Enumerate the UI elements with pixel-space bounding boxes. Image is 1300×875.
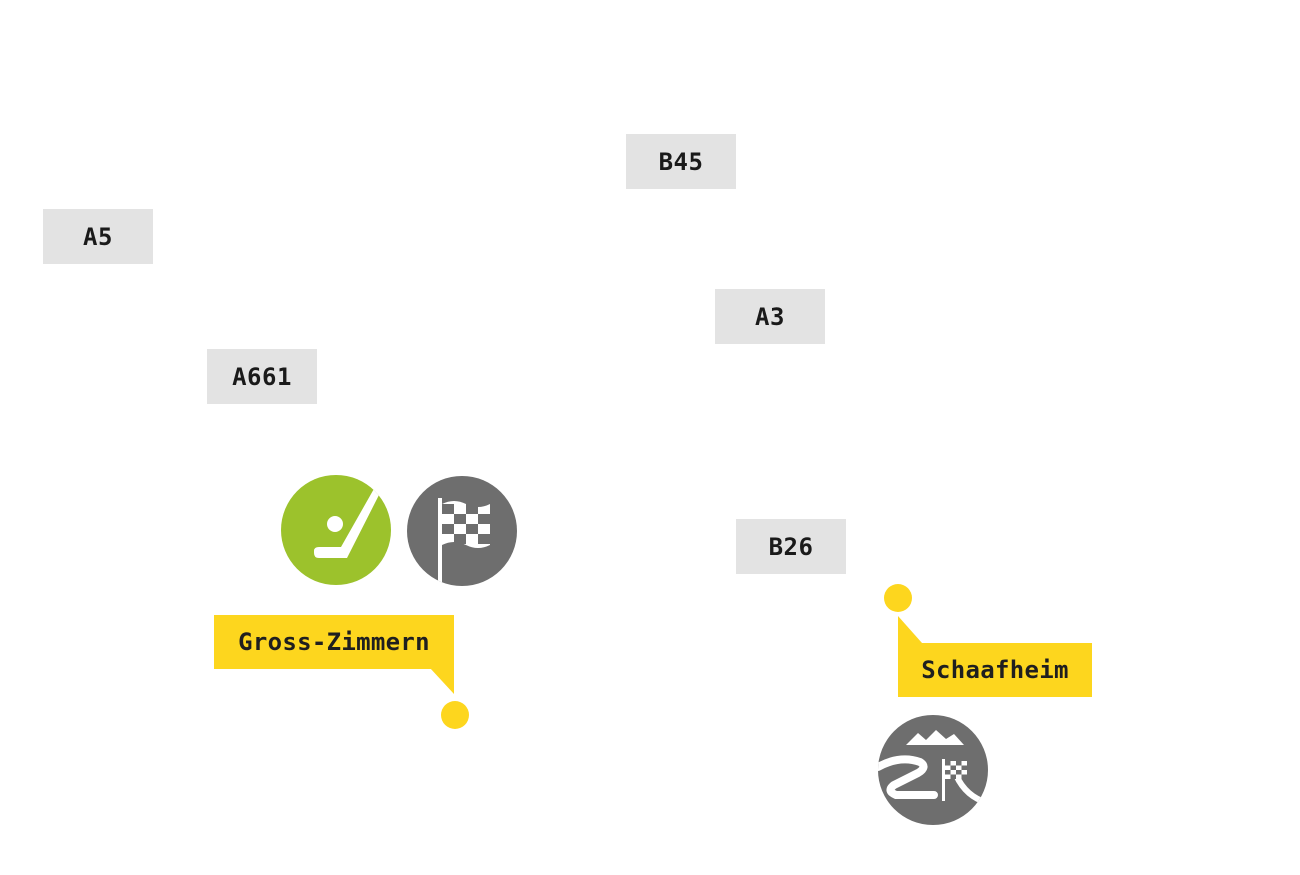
race-track-icon xyxy=(878,730,988,806)
road-label-b45-text: B45 xyxy=(658,147,704,176)
checkered-flag-icon xyxy=(438,498,490,584)
place-label-gross-zimmern[interactable]: Gross-Zimmern xyxy=(214,615,454,669)
road-label-a661-text: A661 xyxy=(232,362,292,391)
road-label-a3-text: A3 xyxy=(755,302,785,331)
place-label-schaafheim[interactable]: Schaafheim xyxy=(898,643,1092,697)
road-label-a661: A661 xyxy=(207,349,317,404)
place-label-gross-zimmern-text: Gross-Zimmern xyxy=(238,628,430,656)
road-label-b26-text: B26 xyxy=(768,532,814,561)
racing-poi[interactable] xyxy=(407,476,517,586)
place-label-schaafheim-text: Schaafheim xyxy=(921,656,1069,684)
golf-poi[interactable] xyxy=(281,475,391,585)
road-label-a5: A5 xyxy=(43,209,153,264)
gross-zimmern-callout-tail xyxy=(430,668,454,694)
schaafheim-callout-tail xyxy=(898,616,922,643)
road-label-a5-text: A5 xyxy=(83,222,113,251)
race-track-poi[interactable] xyxy=(878,715,988,825)
road-label-a3: A3 xyxy=(715,289,825,344)
golf-icon xyxy=(314,487,381,558)
road-label-b26: B26 xyxy=(736,519,846,574)
schaafheim-pin[interactable] xyxy=(884,584,912,612)
gross-zimmern-pin[interactable] xyxy=(441,701,469,729)
road-label-b45: B45 xyxy=(626,134,736,189)
